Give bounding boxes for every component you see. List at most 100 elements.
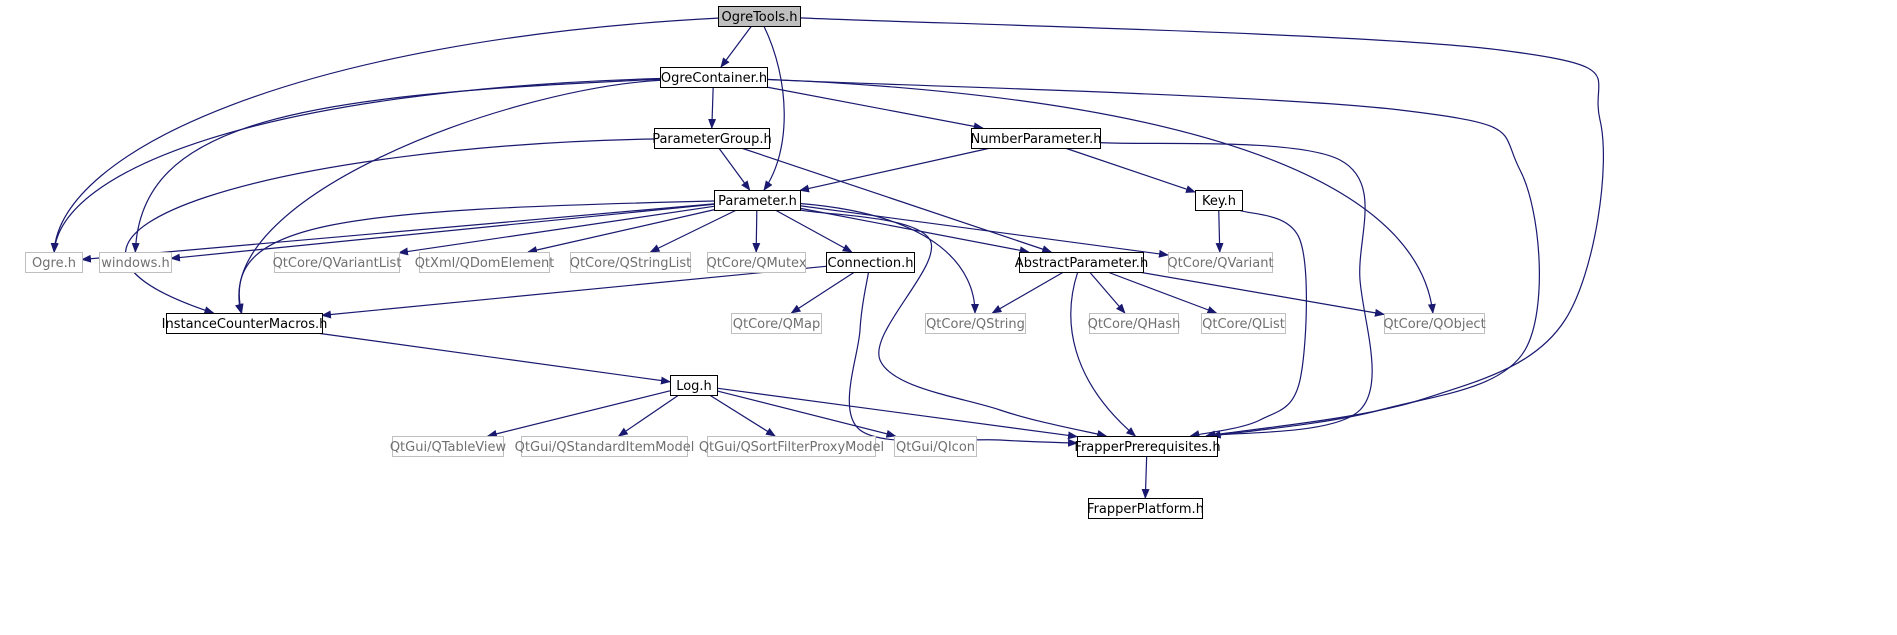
edge-parameter-to-qvariantlist (398, 205, 715, 256)
edge-connection-to-frapperprereq (848, 271, 1078, 447)
node-box (1384, 313, 1485, 334)
edge-parameter-to-qmutex (752, 209, 761, 253)
node-qicon[interactable]: QtGui/QIcon (894, 436, 977, 457)
node-label: ParameterGroup.h (652, 132, 772, 147)
edge-ogretools-to-parameter (763, 25, 785, 191)
edge-log-to-qstandarditemmodel (617, 394, 680, 437)
node-box (274, 252, 400, 273)
edge-ogrecontainer-to-windows (131, 78, 661, 253)
node-label: Connection.h (828, 256, 914, 271)
node-label: OgreTools.h (722, 10, 798, 25)
edge-abstractparameter-to-frapperprereq (1070, 271, 1137, 437)
edge-abstractparameter-to-qlist (1107, 271, 1218, 314)
edge-ogrecontainer-to-qobject (766, 78, 1436, 314)
node-instancecounter[interactable]: InstanceCounterMacros.h (162, 313, 328, 334)
node-label: QtCore/QVariantList (273, 256, 402, 271)
node-qtableview[interactable]: QtGui/QTableView (390, 436, 507, 457)
edge-abstractparameter-to-qhash (1089, 271, 1126, 314)
node-box (1201, 313, 1286, 334)
edge-parameter-to-qstringlist (649, 209, 737, 253)
node-label: QtCore/QMutex (706, 256, 806, 271)
node-label: QtCore/QHash (1088, 317, 1181, 332)
node-qmap[interactable]: QtCore/QMap (731, 313, 822, 334)
node-box (1088, 498, 1203, 519)
node-box (1195, 190, 1243, 211)
edge-parameter-to-windows (170, 203, 715, 262)
edges (50, 17, 1604, 499)
edge-log-to-qicon (716, 390, 897, 438)
node-box (714, 190, 801, 211)
node-label: QtCore/QList (1202, 317, 1285, 332)
node-key[interactable]: Key.h (1195, 190, 1243, 211)
node-qvariantlist[interactable]: QtCore/QVariantList (273, 252, 402, 273)
node-numberparameter[interactable]: NumberParameter.h (970, 128, 1102, 149)
edge-parameter-to-qdomelement (527, 209, 715, 254)
edge-ogrecontainer-to-ogre (50, 77, 661, 253)
edge-ogrecontainer-to-frapperprereq (766, 78, 1540, 439)
node-box (670, 375, 718, 396)
edge-parameter-to-ogre (81, 203, 715, 263)
nodes: OgreTools.hOgreContainer.hParameterGroup… (25, 6, 1486, 519)
node-label: FrapperPlatform.h (1087, 502, 1204, 517)
node-box (660, 67, 768, 88)
edge-numberparameter-to-key (1064, 147, 1196, 193)
node-box (894, 436, 977, 457)
edge-connection-to-instancecounter (321, 265, 827, 319)
node-qsortfilter[interactable]: QtGui/QSortFilterProxyModel (699, 436, 884, 457)
node-abstractparameter[interactable]: AbstractParameter.h (1015, 252, 1148, 273)
node-label: Key.h (1202, 194, 1236, 209)
edge-parameter-to-connection (774, 209, 853, 253)
node-frapperprereq[interactable]: FrapperPrerequisites.h (1074, 436, 1221, 457)
node-qdomelement[interactable]: QtXml/QDomElement (415, 252, 555, 273)
node-qstandarditemmodel[interactable]: QtGui/QStandardItemModel (515, 436, 695, 457)
node-label: QtCore/QStringList (570, 256, 692, 271)
node-box (99, 252, 172, 273)
node-qstringlist[interactable]: QtCore/QStringList (570, 252, 692, 273)
edge-abstractparameter-to-qobject (1138, 271, 1385, 317)
node-label: QtXml/QDomElement (415, 256, 555, 271)
edge-ogrecontainer-to-parametergroup (708, 86, 717, 129)
node-parametergroup[interactable]: ParameterGroup.h (652, 128, 772, 149)
node-box (707, 252, 806, 273)
node-box (419, 252, 550, 273)
edge-parameter-to-qstring (799, 202, 979, 314)
node-ogretools[interactable]: OgreTools.h (718, 6, 801, 27)
node-windows[interactable]: windows.h (99, 252, 172, 273)
node-box (971, 128, 1101, 149)
edge-abstractparameter-to-qstring (991, 271, 1064, 314)
node-box (826, 252, 915, 273)
edge-ogrecontainer-to-numberparameter (766, 86, 984, 131)
node-label: QtCore/QMap (733, 317, 820, 332)
edge-numberparameter-to-parameter (799, 147, 991, 193)
edge-parameter-to-frapperprereq (799, 209, 1108, 438)
node-label: windows.h (101, 256, 169, 271)
node-box (731, 313, 822, 334)
edge-frapperprereq-to-frapperplatform (1141, 455, 1150, 499)
node-label: QtGui/QTableView (390, 440, 507, 455)
node-qobject[interactable]: QtCore/QObject (1383, 313, 1486, 334)
edge-ogrecontainer-to-instancecounter (235, 79, 661, 314)
node-ogrecontainer[interactable]: OgreContainer.h (660, 67, 768, 88)
node-box (392, 436, 504, 457)
node-frapperplatform[interactable]: FrapperPlatform.h (1087, 498, 1204, 519)
node-parameter[interactable]: Parameter.h (714, 190, 801, 211)
edge-log-to-qtableview (486, 390, 671, 438)
edge-log-to-frapperprereq (716, 387, 1078, 440)
node-qhash[interactable]: QtCore/QHash (1088, 313, 1181, 334)
node-box (707, 436, 876, 457)
node-qvariant[interactable]: QtCore/QVariant (1167, 252, 1274, 273)
node-box (1168, 252, 1273, 273)
node-qmutex[interactable]: QtCore/QMutex (706, 252, 807, 273)
edge-key-to-frapperprereq (1189, 209, 1307, 438)
node-label: AbstractParameter.h (1015, 256, 1148, 271)
node-box (718, 6, 801, 27)
node-qlist[interactable]: QtCore/QList (1201, 313, 1286, 334)
node-box (25, 252, 83, 273)
node-connection[interactable]: Connection.h (826, 252, 915, 273)
edge-log-to-qsortfilter (709, 394, 776, 437)
node-label: OgreContainer.h (661, 71, 767, 86)
node-ogre[interactable]: Ogre.h (25, 252, 83, 273)
node-log[interactable]: Log.h (670, 375, 718, 396)
node-qstring[interactable]: QtCore/QString (925, 313, 1026, 334)
